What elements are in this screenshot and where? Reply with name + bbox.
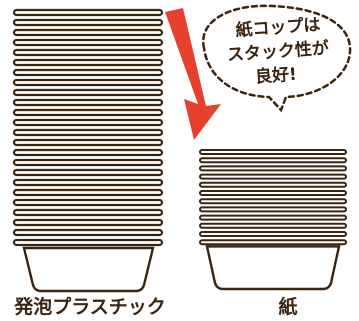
plastic-cup-rim (12, 208, 164, 217)
plastic-cup-rim (12, 68, 164, 77)
foam-plastic-cup-stack (12, 8, 164, 293)
plastic-cup-rim (12, 238, 164, 247)
plastic-cup-rim (12, 78, 164, 87)
paper-cup-rim (199, 149, 347, 155)
plastic-cup-rim (12, 88, 164, 97)
paper-cup-rim (199, 181, 347, 188)
paper-cup-rim (199, 239, 347, 246)
plastic-cup-rim (12, 228, 164, 237)
paper-cup-rim (199, 190, 347, 196)
plastic-cup-rim (12, 158, 164, 167)
plastic-cup-rim (12, 38, 164, 47)
plastic-cup-rim (12, 118, 164, 127)
red-arrow-icon (165, 8, 221, 140)
plastic-cup-rim (12, 128, 164, 137)
plastic-cup-rim (12, 98, 164, 107)
paper-label: 紙 (278, 296, 298, 318)
plastic-cup-rim (12, 198, 164, 207)
paper-cup-rim (199, 231, 347, 237)
paper-cup-rim (199, 173, 347, 180)
plastic-cup-rim (12, 8, 164, 17)
paper-cup-rim (199, 198, 347, 205)
plastic-cup-rim (12, 48, 164, 57)
paper-cup-rim (199, 222, 347, 229)
plastic-cup-rim (12, 168, 164, 177)
paper-cup-stack (199, 149, 347, 291)
foam-plastic-label: 発泡プラスチック (14, 296, 166, 318)
plastic-cup-base (22, 246, 155, 293)
plastic-cup-rim (12, 218, 164, 227)
plastic-cup-rim (12, 188, 164, 197)
paper-cup-base (205, 245, 341, 291)
paper-cup-rim (199, 157, 347, 164)
plastic-cup-rim (12, 178, 164, 187)
plastic-cup-rim (12, 18, 164, 27)
plastic-cup-rim (12, 28, 164, 37)
plastic-cup-rim (12, 148, 164, 157)
plastic-cup-rim (12, 108, 164, 117)
plastic-cup-rim (12, 138, 164, 147)
plastic-cup-rim (12, 58, 164, 67)
paper-cup-rim (199, 214, 347, 221)
paper-cup-rim (199, 165, 347, 172)
paper-cup-rim (199, 206, 347, 213)
speech-bubble (201, 4, 352, 113)
